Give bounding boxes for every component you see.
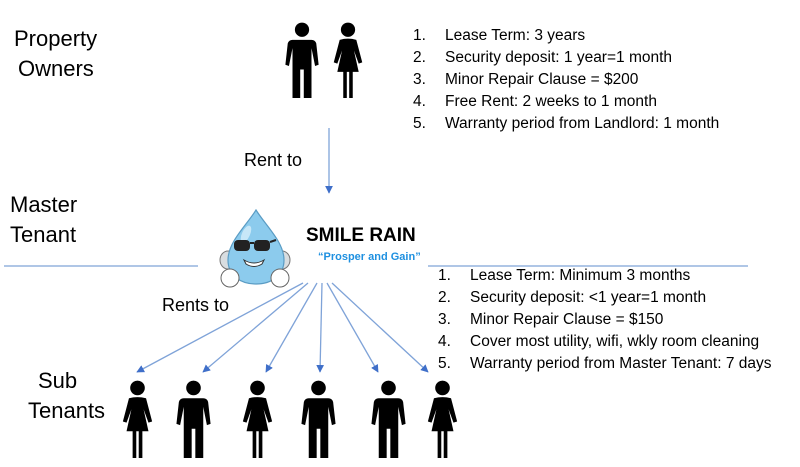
arrow-master-to-subtenant bbox=[136, 282, 304, 373]
tier-label-line: Sub bbox=[38, 368, 78, 393]
tier-label-owners: Property Owners bbox=[14, 24, 97, 84]
term-number: 2. bbox=[413, 49, 426, 66]
arrow-master-to-subtenant bbox=[202, 282, 309, 373]
female-person-icon bbox=[333, 22, 363, 98]
term-text: Lease Term: 3 years bbox=[445, 27, 586, 44]
arrow-master-to-subtenant bbox=[316, 282, 325, 373]
term-text: Warranty period from Landlord: 1 month bbox=[445, 115, 720, 132]
term-text: Cover most utility, wifi, wkly room clea… bbox=[470, 333, 760, 350]
term-text: Free Rent: 2 weeks to 1 month bbox=[445, 93, 657, 110]
term-number: 1. bbox=[438, 267, 451, 284]
term-number: 3. bbox=[438, 311, 451, 328]
tier-label-sub: Sub Tenants bbox=[28, 366, 105, 426]
term-text: Lease Term: Minimum 3 months bbox=[470, 267, 691, 284]
term-item: 1. Lease Term: 3 years bbox=[413, 25, 719, 47]
owner-terms-list: 1. Lease Term: 3 years 2. Security deposit:… bbox=[413, 25, 719, 135]
water-drop-sunglasses-icon bbox=[219, 208, 291, 288]
arrow-master-to-subtenant bbox=[331, 282, 429, 373]
tier-label-line: Tenants bbox=[28, 398, 106, 423]
term-number: 5. bbox=[413, 115, 426, 132]
male-person-icon bbox=[175, 380, 211, 458]
male-person-icon bbox=[285, 22, 319, 98]
master-terms-list: 1. Lease Term: Minimum 3 months 2. Security… bbox=[438, 265, 772, 375]
term-item: 4. Cover most utility, wifi, wkly room cl… bbox=[438, 331, 772, 353]
tier-label-line: Tenant bbox=[10, 222, 77, 247]
term-item: 2. Security deposit: <1 year=1 month bbox=[438, 287, 772, 309]
tier-label-line: Property bbox=[14, 26, 98, 51]
term-item: 2. Security deposit: 1 year=1 month bbox=[413, 47, 719, 69]
relation-label-rents-to: Rents to bbox=[162, 295, 230, 315]
term-text: Security deposit: 1 year=1 month bbox=[445, 49, 673, 66]
term-item: 4. Free Rent: 2 weeks to 1 month bbox=[413, 91, 719, 113]
term-number: 4. bbox=[438, 333, 451, 350]
term-item: 5. Warranty period from Master Tenant: 7 … bbox=[438, 353, 772, 375]
term-item: 3. Minor Repair Clause = $200 bbox=[413, 69, 719, 91]
female-person-icon bbox=[122, 380, 152, 458]
term-text: Security deposit: <1 year=1 month bbox=[470, 289, 707, 306]
tier-label-line: Owners bbox=[18, 56, 94, 81]
term-item: 5. Warranty period from Landlord: 1 month bbox=[413, 113, 719, 135]
term-item: 3. Minor Repair Clause = $150 bbox=[438, 309, 772, 331]
term-text: Minor Repair Clause = $200 bbox=[445, 71, 639, 88]
female-person-icon bbox=[427, 380, 457, 458]
male-person-icon bbox=[300, 380, 336, 458]
arrow-master-to-subtenant bbox=[326, 282, 379, 373]
term-text: Warranty period from Master Tenant: 7 da… bbox=[470, 355, 772, 372]
term-number: 5. bbox=[438, 355, 451, 372]
term-number: 4. bbox=[413, 93, 426, 110]
term-number: 2. bbox=[438, 289, 451, 306]
term-text: Minor Repair Clause = $150 bbox=[470, 311, 664, 328]
tier-label-line: Master bbox=[10, 192, 78, 217]
term-item: 1. Lease Term: Minimum 3 months bbox=[438, 265, 772, 287]
female-person-icon bbox=[242, 380, 272, 458]
brand-slogan: “Prosper and Gain” bbox=[318, 251, 421, 263]
term-number: 3. bbox=[413, 71, 426, 88]
arrow-master-to-subtenant bbox=[265, 282, 318, 373]
male-person-icon bbox=[370, 380, 406, 458]
brand-name: SMILE RAIN bbox=[306, 225, 416, 246]
relation-label-rent-to: Rent to bbox=[244, 150, 303, 170]
term-number: 1. bbox=[413, 27, 426, 44]
tier-label-master: Master Tenant bbox=[10, 190, 77, 250]
